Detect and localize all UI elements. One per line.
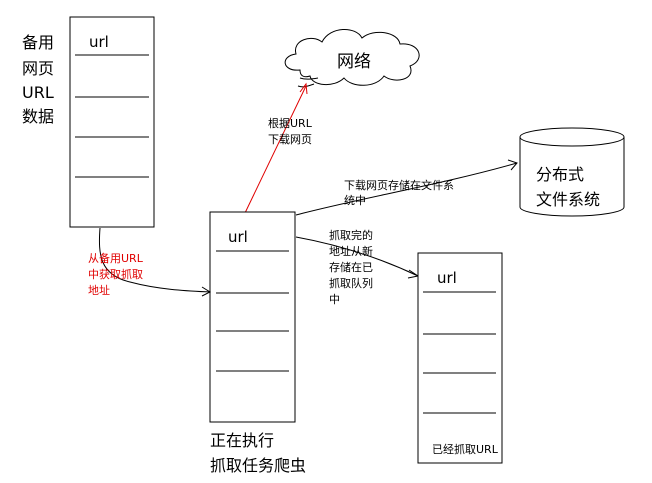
distributed-file-system: 分布式 文件系统 xyxy=(519,127,625,217)
network-label: 网络 xyxy=(337,52,371,72)
backup-list-url-cell: url xyxy=(89,33,109,51)
fetch-from-backup-label-2: 中获取抓取 xyxy=(88,267,143,281)
fetch-from-backup-label-3: 地址 xyxy=(88,283,110,297)
store-page-label-1: 下载网页存储在文件系 xyxy=(344,178,454,192)
move-done-label-4: 抓取队列 xyxy=(329,276,373,290)
download-arrowhead xyxy=(299,82,308,95)
dfs-label-2: 文件系统 xyxy=(536,190,600,209)
backup-label-line-4: 数据 xyxy=(22,107,54,126)
move-done-label-3: 存储在已 xyxy=(329,260,373,274)
move-done-connector xyxy=(295,236,419,277)
download-by-url-label-2: 下载网页 xyxy=(268,133,312,146)
running-crawler-queue: url xyxy=(209,211,296,423)
crawler-url-cell: url xyxy=(228,228,248,246)
crawled-url-queue: url 已经抓取URL xyxy=(417,252,503,464)
running-crawler-label-2: 抓取任务爬虫 xyxy=(210,456,306,475)
backup-url-list: url xyxy=(69,16,155,228)
move-done-label-2: 地址从新 xyxy=(329,244,373,258)
crawled-urls-label: 已经抓取URL xyxy=(432,442,499,456)
network-cloud: 网络 xyxy=(284,29,420,86)
store-page-connector xyxy=(295,162,518,216)
move-done-label-1: 抓取完的 xyxy=(329,228,373,242)
fetch-arrowhead xyxy=(201,286,212,297)
store-arrowhead xyxy=(507,159,518,171)
backup-label-line-3: URL xyxy=(22,83,54,102)
download-by-url-label-1: 根据URL xyxy=(268,116,313,130)
running-crawler-label-1: 正在执行 xyxy=(210,431,274,450)
crawled-url-cell: url xyxy=(437,269,457,287)
fetch-from-backup-label-1: 从备用URL xyxy=(88,251,144,265)
cloud-tail xyxy=(299,77,319,80)
move-done-label-5: 中 xyxy=(329,293,340,306)
fetch-from-backup-connector xyxy=(99,227,211,293)
backup-label-line-1: 备用 xyxy=(22,33,54,52)
store-page-label-2: 统中 xyxy=(344,194,366,207)
download-by-url-connector xyxy=(244,85,307,214)
dfs-label-1: 分布式 xyxy=(536,165,584,184)
backup-label-line-2: 网页 xyxy=(22,59,54,78)
